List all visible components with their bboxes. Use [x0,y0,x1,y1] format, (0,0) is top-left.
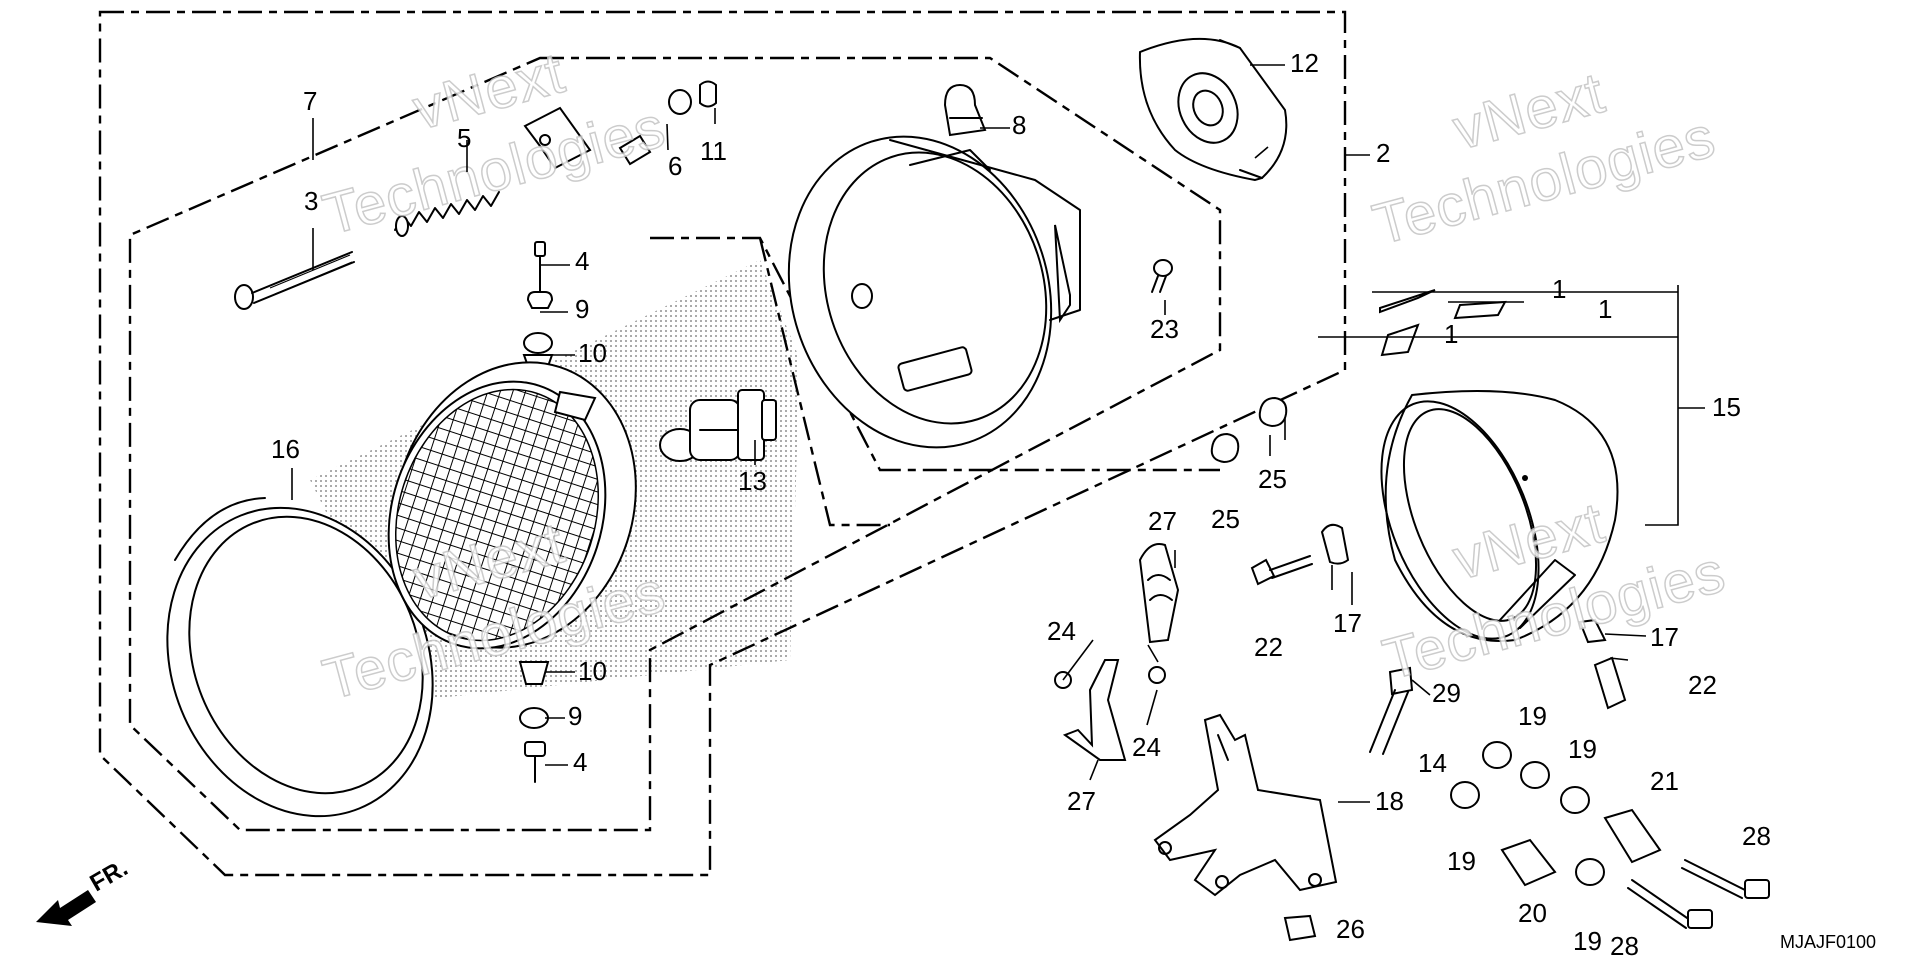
callout-25a: 25 [1258,464,1287,494]
callout-22b: 22 [1688,670,1717,700]
front-arrow-icon [36,890,96,926]
callout-23: 23 [1150,314,1179,344]
small-grommets [618,80,717,166]
emblem-set [1379,289,1507,357]
callout-15: 15 [1712,392,1741,422]
assembly-outline-7 [128,56,1222,832]
callout-27b: 27 [1067,786,1096,816]
callout-24b: 24 [1132,732,1161,762]
callout-26: 26 [1336,914,1365,944]
callout-25b: 25 [1211,504,1240,534]
callout-1c: 1 [1444,319,1458,349]
adjuster-spring [394,191,500,237]
callout-10b: 10 [578,656,607,686]
callout-6: 6 [668,151,682,181]
callout-19a: 19 [1518,701,1547,731]
callout-21: 21 [1650,766,1679,796]
stay-bolt [1369,666,1414,755]
callout-2: 2 [1376,138,1390,168]
callout-14: 14 [1418,748,1447,778]
callout-1b: 1 [1598,294,1612,324]
front-direction-marker: FR. [36,854,132,926]
callout-28a: 28 [1742,821,1771,851]
wire-guides [1054,543,1180,761]
callout-19d: 19 [1573,926,1602,956]
callout-29: 29 [1432,678,1461,708]
callout-16: 16 [271,434,300,464]
adjuster-bracket [523,106,592,170]
callout-12: 12 [1290,48,1319,78]
adjuster-screw [234,251,355,310]
shell-nuts [1210,396,1288,464]
callout-5: 5 [457,123,471,153]
callout-4a: 4 [575,246,589,276]
callout-28b: 28 [1610,931,1639,960]
leader-lines [291,64,1705,803]
callout-1a: 1 [1552,274,1566,304]
callout-19c: 19 [1447,846,1476,876]
headlight-stay [1153,713,1338,897]
callout-17a: 17 [1333,608,1362,638]
shell-bolts [1250,523,1627,710]
wire-clip [943,83,987,137]
callout-11: 11 [700,136,727,166]
callout-19b: 19 [1568,734,1597,764]
headlight-bulb [659,389,777,462]
headlight-case [787,135,1081,449]
drawing-code: MJAJF0100 [1780,932,1876,952]
headlight-rim [166,497,434,818]
headlight-shell [1380,390,1619,642]
callouts: 1 1 1 2 3 4 4 5 6 7 8 9 9 10 10 11 12 13… [271,48,1771,960]
assembly-outline-2 [98,10,1347,877]
callout-7: 7 [303,86,317,116]
callout-13: 13 [738,466,767,496]
callout-24a: 24 [1047,616,1076,646]
callout-3: 3 [304,186,318,216]
rear-cover [1138,37,1288,182]
callout-9b: 9 [568,701,582,731]
callout-18: 18 [1375,786,1404,816]
callout-9a: 9 [575,294,589,324]
callout-17b: 17 [1650,622,1679,652]
callout-27a: 27 [1148,506,1177,536]
callout-22a: 22 [1254,632,1283,662]
mount-hardware [1283,741,1770,942]
callout-20: 20 [1518,898,1547,928]
callout-4b: 4 [573,747,587,777]
callout-8: 8 [1012,110,1026,140]
callout-10a: 10 [578,338,607,368]
headlight-unit [387,361,637,650]
front-label: FR. [86,854,133,897]
case-screw [1151,259,1173,293]
